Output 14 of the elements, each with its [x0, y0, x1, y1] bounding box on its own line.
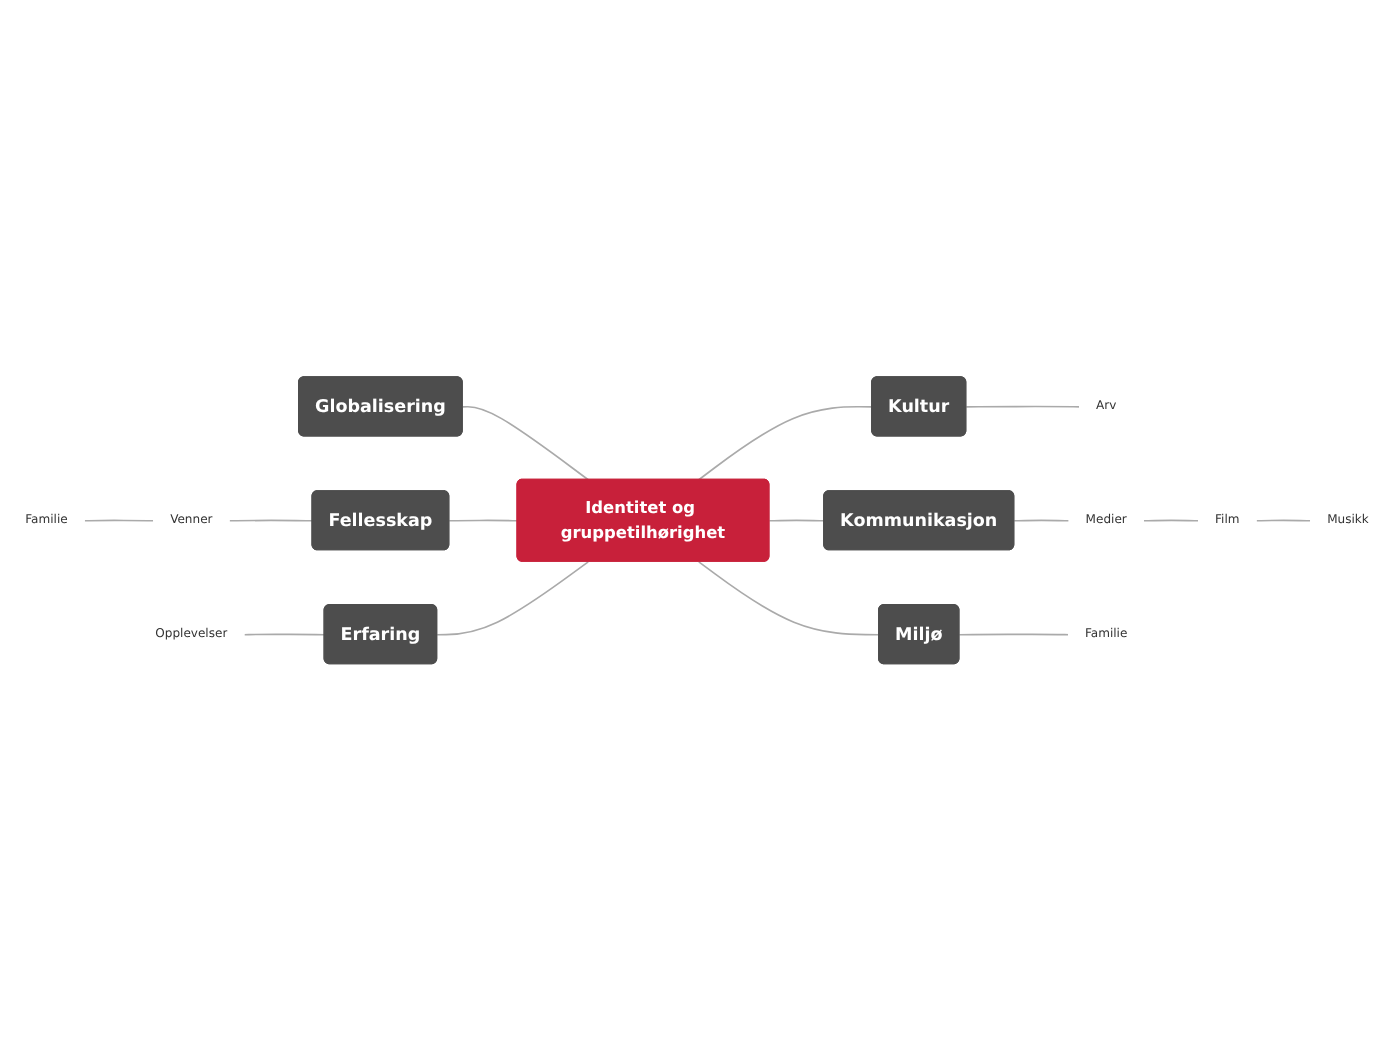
connector [768, 519, 826, 522]
connector [958, 633, 1070, 636]
connector [965, 405, 1081, 408]
connector [228, 519, 314, 522]
connector [83, 519, 156, 522]
connector [243, 633, 326, 636]
connector [436, 560, 590, 636]
connector [1142, 519, 1200, 522]
connector [448, 519, 519, 522]
connector [1013, 519, 1071, 522]
connector [461, 405, 590, 481]
connector [1255, 519, 1313, 522]
connector [697, 560, 880, 636]
connector [697, 405, 874, 481]
